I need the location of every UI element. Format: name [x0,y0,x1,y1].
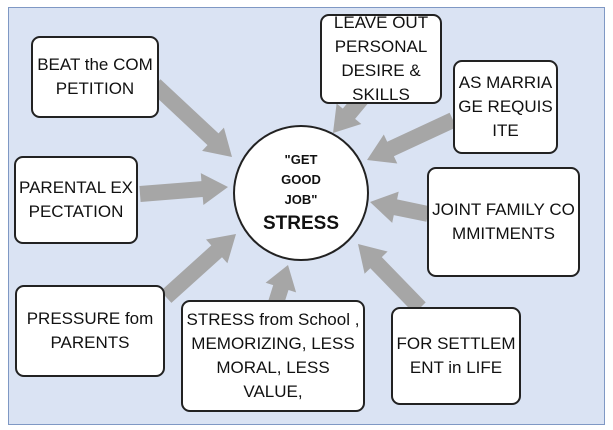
arrow-settlement [358,244,426,314]
arrow-marriage [367,112,457,164]
node-label: JOINT FAMILY COMMITMENTS [432,200,575,243]
node-label: STRESS from School , MEMORIZING, LESS MO… [186,310,360,401]
node-marriage: AS MARRIAGE REQUISITE [453,60,558,154]
node-settlement: FOR SETTLEMENT in LIFE [391,307,521,405]
node-beat-competition: BEAT the COMPETITION [31,36,159,118]
center-node: "GET GOOD JOB" STRESS [233,125,369,261]
arrow-beat-competition [149,79,232,157]
node-label: LEAVE OUT PERSONAL DESIRE & SKILLS [333,13,429,104]
node-label: FOR SETTLEMENT in LIFE [396,334,516,377]
node-label: BEAT the COMPETITION [37,55,153,98]
node-stress-school: STRESS from School , MEMORIZING, LESS MO… [181,300,365,412]
node-label: PARENTAL EXPECTATION [19,178,133,221]
node-joint-family: JOINT FAMILY COMMITMENTS [427,167,580,277]
arrow-stress-school [265,265,297,309]
node-label: AS MARRIAGE REQUISITE [458,73,553,140]
center-title: STRESS [262,213,340,234]
center-subtitle: "GET GOOD JOB" [281,152,321,207]
node-parental-expectation: PARENTAL EXPECTATION [14,156,138,244]
arrow-pressure-parents [160,234,236,303]
node-label: PRESSURE fom PARENTS [26,309,154,352]
node-leave-out: LEAVE OUT PERSONAL DESIRE & SKILLS [320,13,442,104]
node-pressure-parents: PRESSURE fom PARENTS [15,285,165,377]
arrow-joint-family [370,191,430,223]
arrow-parental-expectation [139,173,228,205]
